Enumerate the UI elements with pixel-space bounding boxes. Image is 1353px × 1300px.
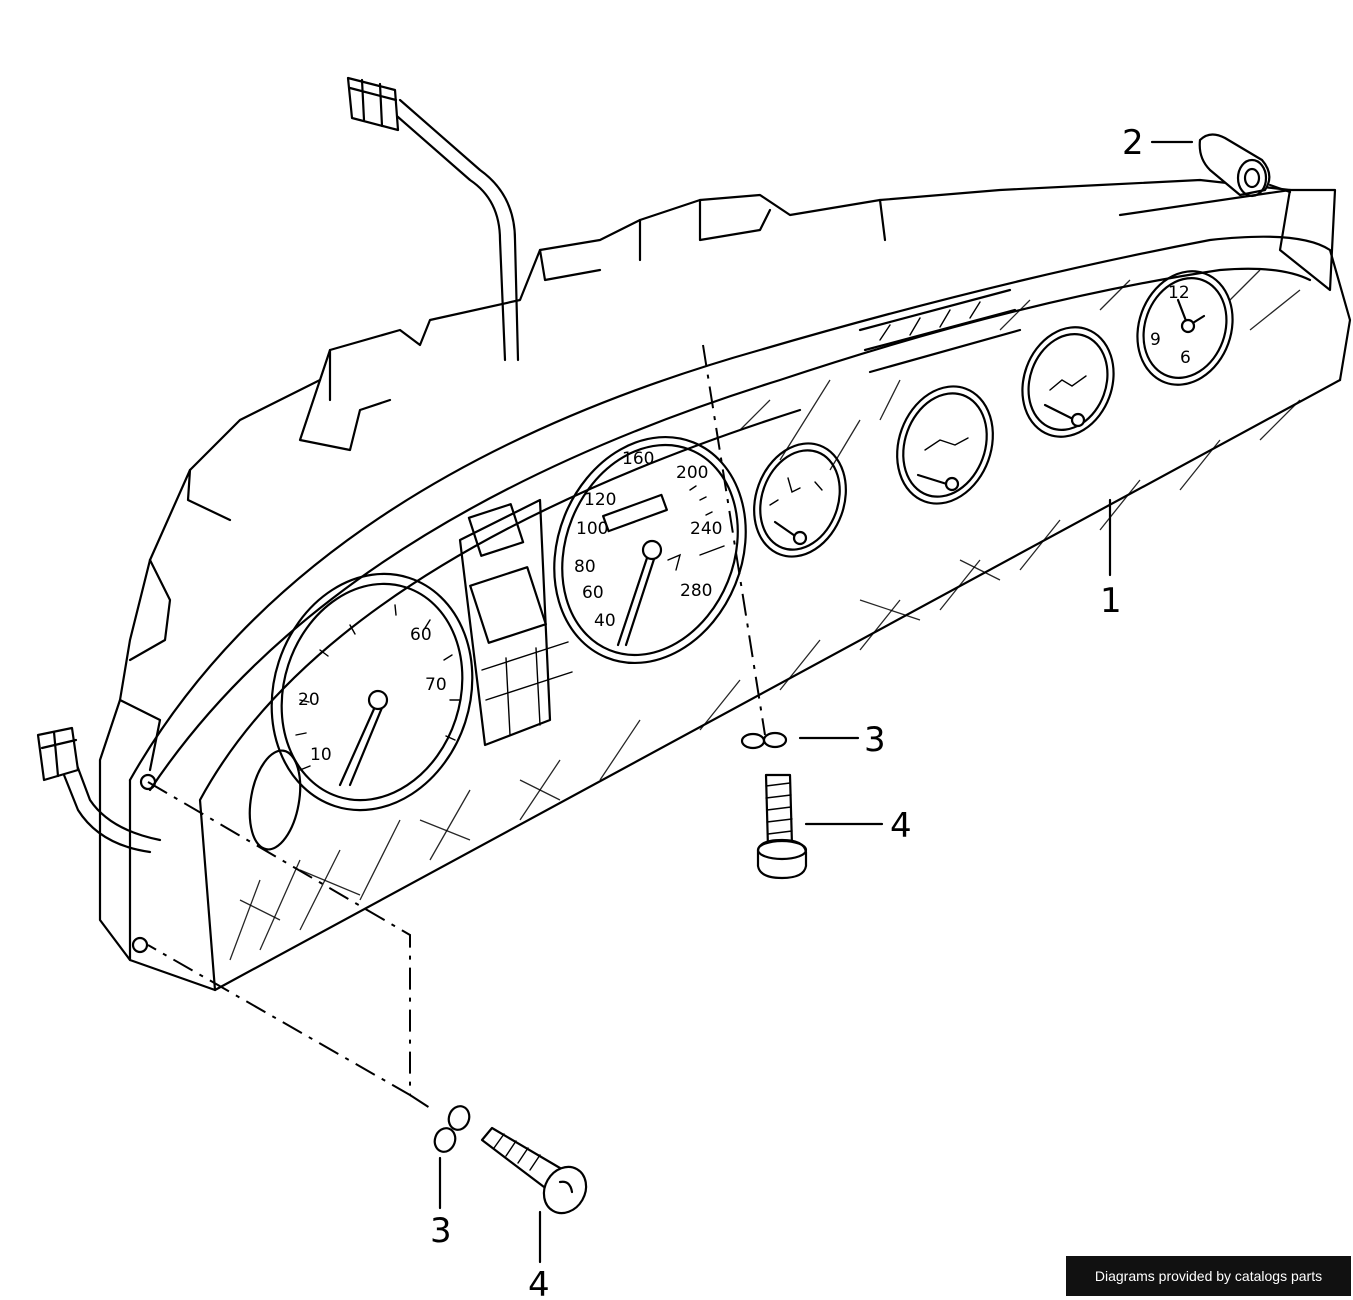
fuel-gauge: [753, 442, 847, 558]
front-panel: [128, 188, 1352, 992]
speedo-label-120: 120: [584, 490, 616, 510]
speedo-label-80: 80: [574, 557, 596, 577]
mounting-hole-upper: [139, 773, 157, 791]
clock-label-6: 6: [1180, 348, 1191, 368]
wiring-harness: [36, 76, 520, 854]
oil-gauge: [1021, 326, 1115, 438]
callout-4-bottom: 4: [528, 1265, 550, 1300]
tacho-label-60: 60: [410, 625, 432, 645]
speedo-label-160: 160: [622, 449, 654, 469]
tachometer: 10 20 60 70: [248, 572, 474, 851]
part-3-washer-bottom: [433, 1105, 471, 1153]
leader-lines: [438, 140, 1194, 1264]
tacho-label-70: 70: [425, 675, 447, 695]
mounting-hole-lower: [131, 936, 149, 954]
temperature-gauge: [896, 385, 994, 505]
speedo-label-200: 200: [676, 463, 708, 483]
warning-lamp-block: [458, 498, 573, 747]
speedo-label-280: 280: [680, 581, 712, 601]
callout-2: 2: [1122, 123, 1144, 163]
part-2-bulb-holder: [1198, 133, 1292, 198]
clock-label-12: 12: [1168, 283, 1190, 303]
speedo-label-240: 240: [690, 519, 722, 539]
speedo-label-60: 60: [582, 583, 604, 603]
speedo-label-40: 40: [594, 611, 616, 631]
callout-3-bottom: 3: [430, 1211, 452, 1251]
clock-gauge: 12 9 6: [1136, 270, 1234, 386]
speedometer: 40 60 80 100 120 160 200 240 280: [553, 435, 747, 665]
left-connector: [36, 726, 80, 782]
cluster-housing: [98, 178, 1292, 962]
tacho-label-10: 10: [310, 745, 332, 765]
callout-1: 1: [1100, 581, 1122, 621]
top-connector: [346, 76, 400, 132]
callout-4-center: 4: [890, 806, 912, 846]
part-3-washer-center: [740, 731, 788, 750]
speedo-label-100: 100: [576, 519, 608, 539]
part-4-screw-center: [756, 773, 808, 880]
clock-label-9: 9: [1150, 330, 1161, 350]
catalog-credit-banner: Diagrams provided by catalogs parts: [1066, 1256, 1351, 1296]
assembly-lines: [147, 344, 766, 1109]
part-4-screw-bottom: [480, 1126, 588, 1215]
tacho-label-20: 20: [298, 690, 320, 710]
callout-3-center: 3: [864, 720, 886, 760]
